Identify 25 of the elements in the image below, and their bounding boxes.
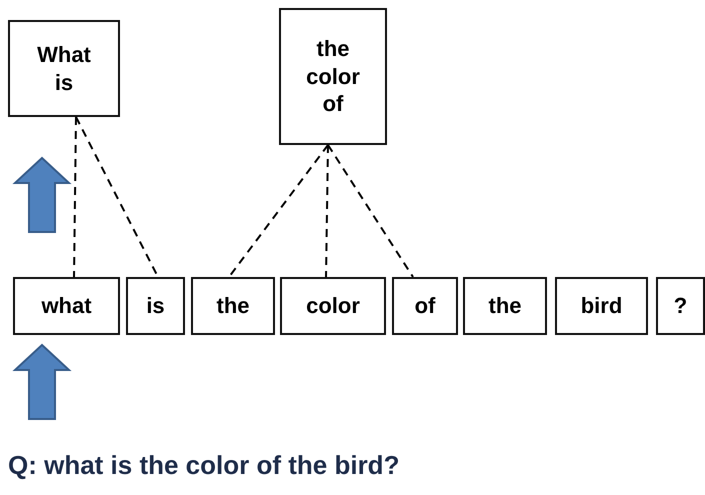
word-text: what	[41, 292, 92, 320]
word-text: bird	[580, 292, 622, 320]
word-text: is	[146, 292, 165, 320]
dashed-connector	[327, 144, 414, 278]
word-box	[555, 277, 648, 335]
word-box	[656, 277, 705, 335]
word-box	[191, 277, 275, 335]
word-box	[13, 277, 120, 335]
question-text: Q: what is the color of the bird?	[8, 450, 400, 481]
word-box	[392, 277, 458, 335]
word-text: the	[488, 292, 522, 320]
phrase-box	[8, 20, 120, 117]
phrase-box	[279, 8, 387, 145]
dashed-connector	[228, 144, 329, 278]
phrase-text: the color of	[305, 35, 361, 118]
dashed-connector	[325, 144, 329, 278]
word-text: the	[216, 292, 250, 320]
dashed-connector	[73, 116, 77, 278]
word-text: of	[414, 292, 436, 320]
word-box	[463, 277, 547, 335]
phrase-text: What is	[36, 41, 92, 96]
word-box	[126, 277, 185, 335]
word-box	[280, 277, 386, 335]
word-text: color	[306, 292, 360, 320]
word-text: ?	[674, 292, 688, 320]
